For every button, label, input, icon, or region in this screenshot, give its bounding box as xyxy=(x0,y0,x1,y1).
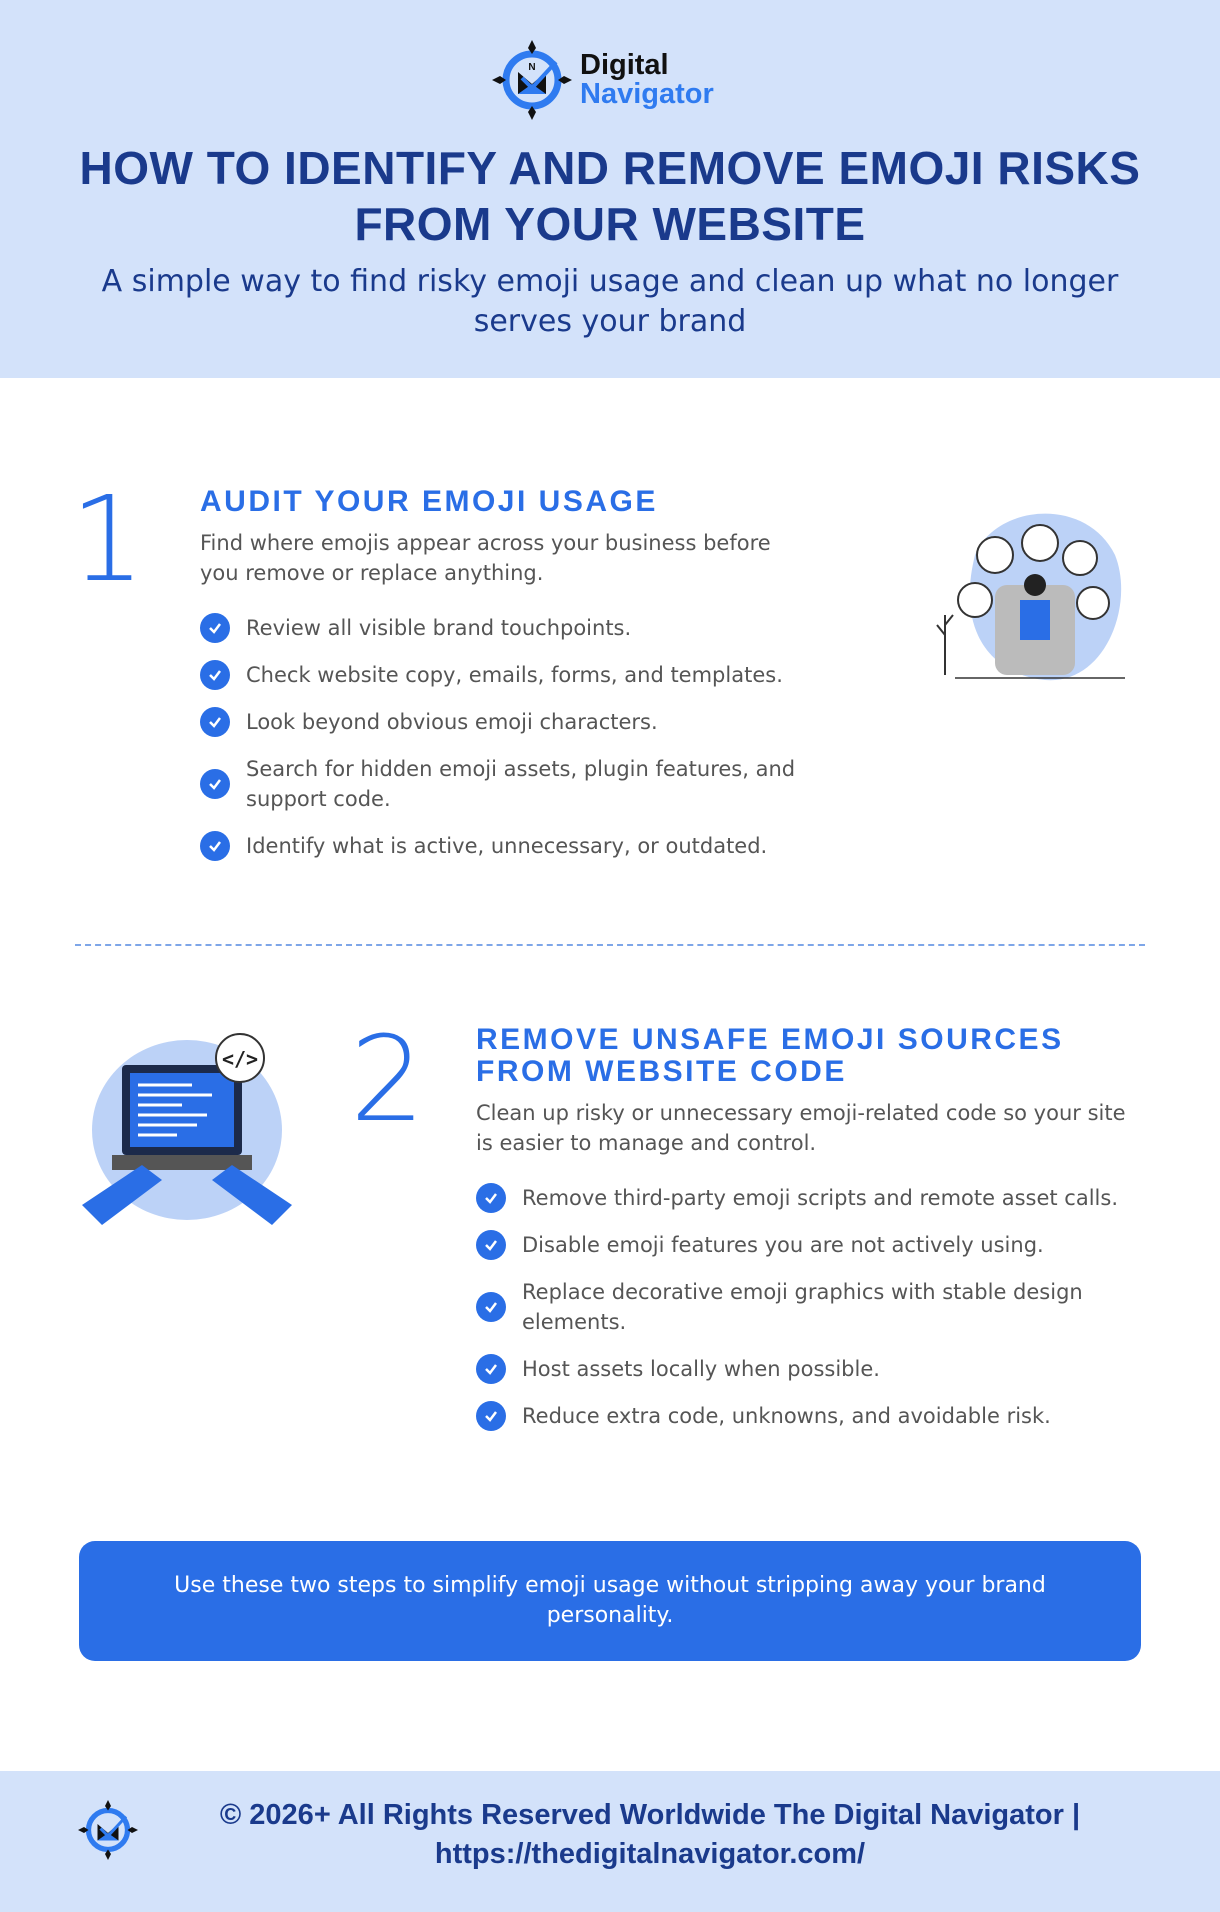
list-item: Check website copy, emails, forms, and t… xyxy=(200,660,880,690)
list-item-text: Host assets locally when possible. xyxy=(522,1357,880,1381)
copyright-text: © 2026+ All Rights Reserved Worldwide Th… xyxy=(219,1799,1081,1831)
brand-logo: N Digital Navigator xyxy=(492,38,732,122)
brand-name-line1: Digital xyxy=(580,49,669,81)
svg-text:N: N xyxy=(528,62,535,73)
list-item-text: Look beyond obvious emoji characters. xyxy=(246,710,658,734)
svg-text:</>: </> xyxy=(222,1047,258,1071)
check-icon xyxy=(476,1401,506,1431)
list-item: Search for hidden emoji assets, plugin f… xyxy=(200,754,840,814)
compass-envelope-icon: N xyxy=(492,40,572,120)
check-icon xyxy=(200,707,230,737)
laptop-coding-illustration: </> xyxy=(82,1033,292,1225)
brand-name-line2: Navigator xyxy=(580,78,714,110)
list-item: Replace decorative emoji graphics with s… xyxy=(476,1277,1156,1337)
website-link[interactable]: https://thedigitalnavigator.com/ xyxy=(434,1838,866,1870)
list-item-text: Search for hidden emoji assets, plugin f… xyxy=(246,757,796,811)
footer-copyright: © 2026+ All Rights Reserved Worldwide Th… xyxy=(150,1796,1150,1874)
check-icon xyxy=(476,1354,506,1384)
step-1-checklist: Review all visible brand touchpoints. Ch… xyxy=(200,613,880,861)
page-title: HOW TO IDENTIFY AND REMOVE EMOJI RISKS F… xyxy=(79,142,1141,250)
check-icon xyxy=(200,613,230,643)
list-item-text: Reduce extra code, unknowns, and avoidab… xyxy=(522,1404,1051,1428)
list-item-text: Check website copy, emails, forms, and t… xyxy=(246,663,783,687)
cta-text: Use these two steps to simplify emoji us… xyxy=(174,1573,1046,1628)
check-icon xyxy=(200,660,230,690)
list-item-text: Disable emoji features you are not activ… xyxy=(522,1233,1044,1257)
check-icon xyxy=(200,769,230,799)
step-1-description: Find where emojis appear across your bus… xyxy=(200,531,771,585)
list-item: Identify what is active, unnecessary, or… xyxy=(200,831,880,861)
step-1-heading: AUDIT YOUR EMOJI USAGE xyxy=(200,485,658,518)
list-item-text: Identify what is active, unnecessary, or… xyxy=(246,834,768,858)
step-2-description: Clean up risky or unnecessary emoji-rela… xyxy=(476,1101,1126,1155)
list-item-text: Replace decorative emoji graphics with s… xyxy=(522,1280,1083,1334)
step-1-number: 1 xyxy=(70,470,146,608)
list-item-text: Remove third-party emoji scripts and rem… xyxy=(522,1186,1119,1210)
section-divider xyxy=(75,944,1145,946)
footer-logo-icon xyxy=(78,1800,138,1860)
check-icon xyxy=(476,1230,506,1260)
check-icon xyxy=(200,831,230,861)
list-item: Look beyond obvious emoji characters. xyxy=(200,707,880,737)
list-item: Remove third-party emoji scripts and rem… xyxy=(476,1183,1156,1213)
step-2-checklist: Remove third-party emoji scripts and rem… xyxy=(476,1183,1156,1431)
call-to-action-banner: Use these two steps to simplify emoji us… xyxy=(79,1541,1141,1661)
step-2-section: REMOVE UNSAFE EMOJI SOURCES FROM WEBSITE… xyxy=(476,1024,1156,1448)
list-item-text: Review all visible brand touchpoints. xyxy=(246,616,632,640)
check-icon xyxy=(476,1183,506,1213)
emoji-person-illustration xyxy=(936,513,1125,681)
page-subtitle: A simple way to find risky emoji usage a… xyxy=(101,264,1119,339)
step-2-number: 2 xyxy=(350,1010,426,1148)
header-banner xyxy=(0,0,1220,378)
step-1-section: AUDIT YOUR EMOJI USAGE Find where emojis… xyxy=(200,486,880,878)
list-item: Disable emoji features you are not activ… xyxy=(476,1230,1156,1260)
list-item: Reduce extra code, unknowns, and avoidab… xyxy=(476,1401,1156,1431)
list-item: Host assets locally when possible. xyxy=(476,1354,1156,1384)
check-icon xyxy=(476,1292,506,1322)
step-2-heading: REMOVE UNSAFE EMOJI SOURCES FROM WEBSITE… xyxy=(476,1023,1064,1088)
footer xyxy=(0,1771,1220,1912)
list-item: Review all visible brand touchpoints. xyxy=(200,613,880,643)
